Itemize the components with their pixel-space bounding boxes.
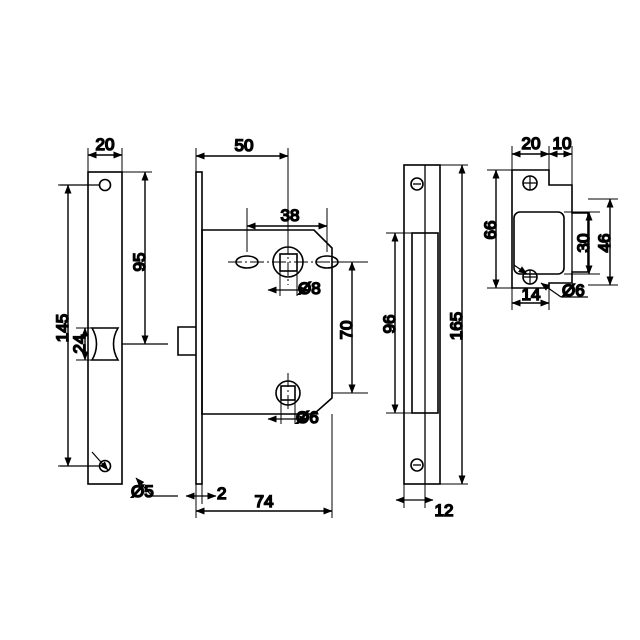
- dim-strike-14: [511, 288, 550, 310]
- dim-label-24: 24: [70, 335, 89, 354]
- dim-dia8: [267, 271, 310, 296]
- latch-bolt: [177, 326, 196, 356]
- dim-side-12: [395, 484, 434, 508]
- dim-label-70: 70: [337, 321, 356, 340]
- dim-faceplate-24: [76, 327, 92, 361]
- dim-label-66: 66: [481, 221, 500, 240]
- dim-label-2: 2: [217, 484, 226, 503]
- faceplate-top-screw-hole: [98, 178, 112, 192]
- dim-faceplate-95: [122, 171, 152, 345]
- dim-faceplate-width-20: [87, 148, 123, 172]
- leader-dia6-strike: [513, 264, 588, 298]
- dim-strike-10: [548, 146, 573, 185]
- dim-label-165: 165: [447, 312, 466, 340]
- side-bottom-screw-hole: [410, 458, 424, 472]
- dim-label-12: 12: [435, 501, 454, 520]
- strike-plate-view: [511, 169, 589, 289]
- dim-label-30: 30: [574, 234, 593, 253]
- dim-body-38: [246, 208, 328, 252]
- dim-dia6-body: [267, 400, 309, 424]
- dim-faceplate-145: [58, 184, 100, 467]
- dim-label-20-strike: 20: [522, 134, 541, 153]
- dim-body-74: [195, 414, 333, 518]
- dim-label-dia6-body: Ø6: [296, 408, 319, 427]
- faceplate-side-view: [403, 164, 441, 485]
- dim-body-70: [332, 261, 368, 394]
- dim-side-96: [386, 232, 412, 414]
- dim-label-38: 38: [281, 206, 300, 225]
- dim-label-10: 10: [553, 134, 572, 153]
- dim-label-14: 14: [522, 285, 541, 304]
- side-top-screw-hole: [410, 177, 424, 191]
- dim-label-145: 145: [53, 314, 72, 342]
- strike-plate-outline: [511, 169, 589, 289]
- dim-label-20-faceplate: 20: [96, 135, 115, 154]
- dim-strike-30: [564, 211, 600, 275]
- dim-label-96: 96: [380, 315, 399, 334]
- lock-faceplate-edge: [195, 171, 203, 485]
- lock-body-outline: [201, 229, 333, 415]
- lock-body-view: [177, 171, 348, 485]
- dim-label-74: 74: [255, 492, 274, 511]
- dim-label-dia8: Ø8: [298, 279, 321, 298]
- strike-plate-aperture: [513, 211, 565, 275]
- dim-strike-20: [511, 146, 550, 170]
- dim-side-165: [440, 164, 468, 485]
- dim-strike-46: [588, 198, 618, 286]
- dim-label-50: 50: [235, 136, 254, 155]
- side-plate-outline: [403, 164, 441, 485]
- dim-label-dia6-strike: Ø6: [562, 281, 585, 300]
- dim-strike-66: [487, 169, 512, 289]
- dim-label-95: 95: [130, 253, 149, 272]
- side-plate-pocket: [411, 232, 439, 414]
- dim-body-2: [185, 484, 217, 504]
- strike-top-screw-cross: [523, 176, 537, 190]
- latch-bolt-opening: [90, 327, 120, 361]
- leader-dia5: [91, 451, 178, 497]
- strike-bottom-screw-cross: [523, 270, 537, 284]
- dim-label-dia5: Ø5: [131, 482, 154, 501]
- dim-label-46: 46: [595, 234, 614, 253]
